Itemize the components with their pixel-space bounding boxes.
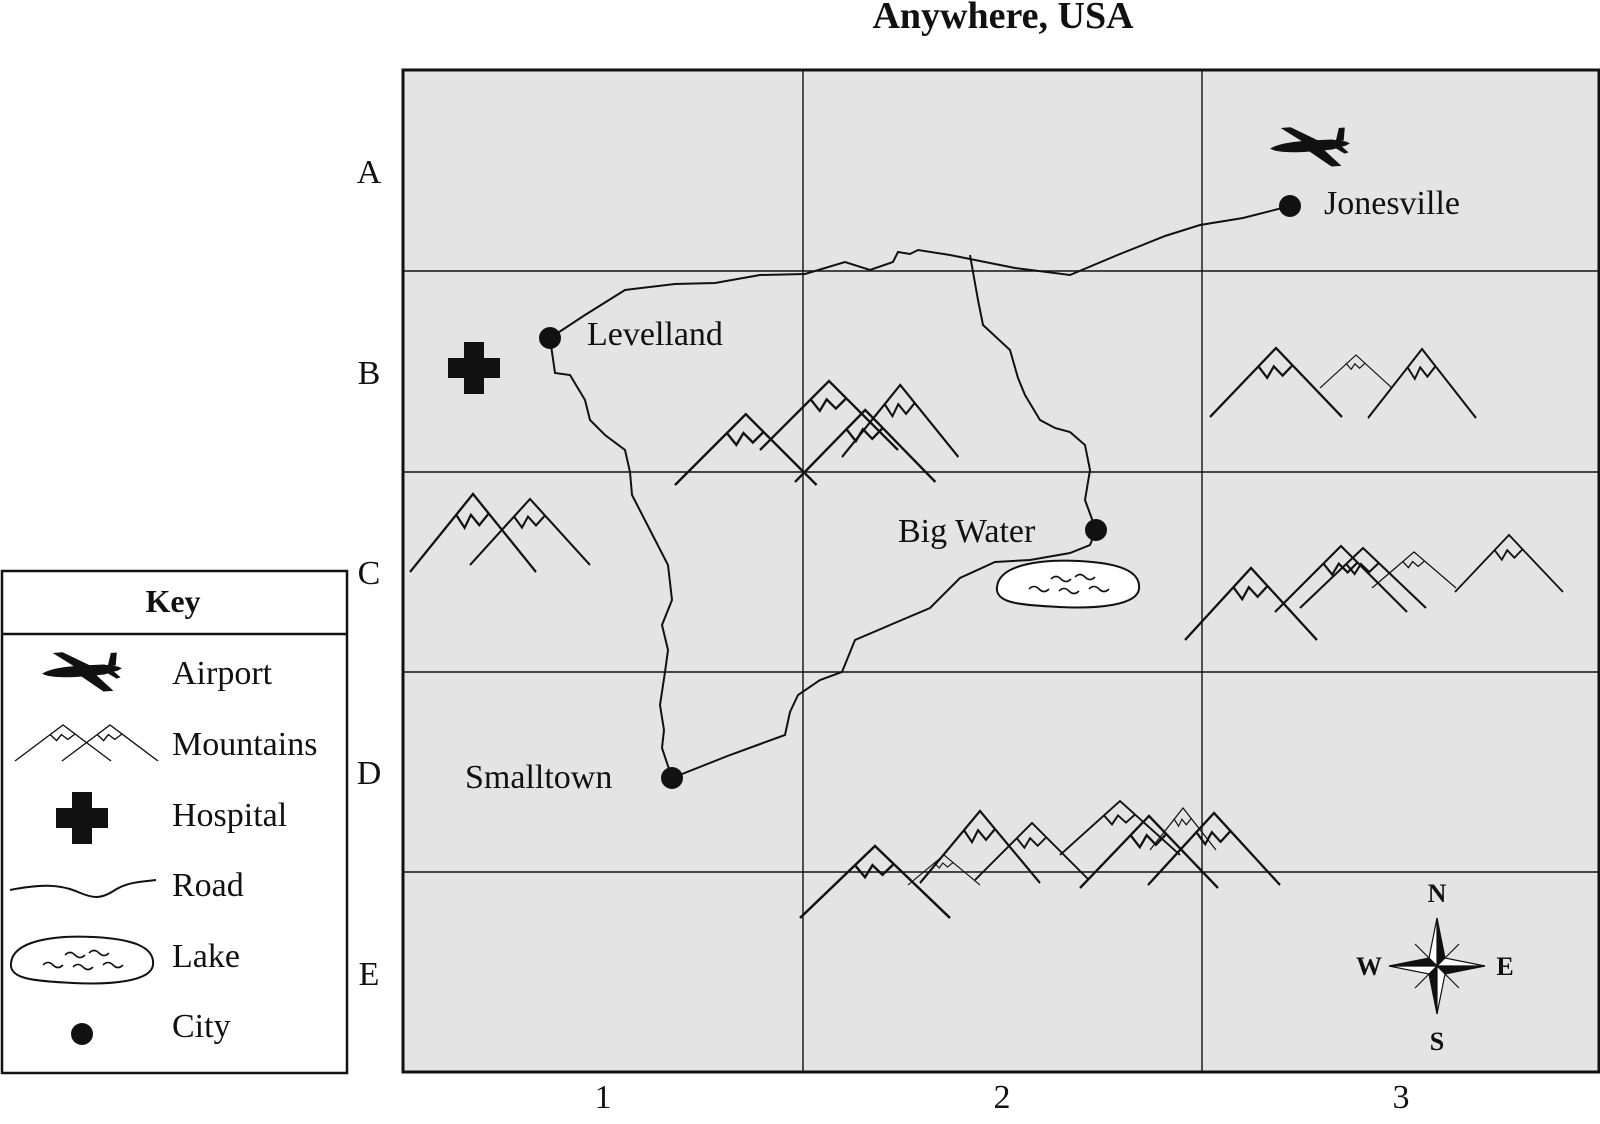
- row-label-b: B: [358, 355, 381, 392]
- city-icon: [539, 327, 561, 349]
- city-icon: [71, 1023, 93, 1045]
- key-item-city: City: [71, 1008, 231, 1045]
- city-label: Levelland: [587, 316, 723, 353]
- compass-north: N: [1428, 879, 1447, 908]
- row-label-d: D: [357, 755, 382, 792]
- key-item-lake: Lake: [9, 935, 240, 985]
- column-label-3: 3: [1393, 1079, 1410, 1116]
- key-label-airport: Airport: [172, 655, 273, 692]
- city-label: Jonesville: [1324, 185, 1460, 222]
- key-label-road: Road: [172, 867, 244, 904]
- row-label-a: A: [357, 154, 382, 191]
- city-label: Smalltown: [465, 759, 612, 796]
- map-title: Anywhere, USA: [872, 0, 1134, 37]
- city-levelland: Levelland: [539, 316, 723, 353]
- city-icon: [1279, 195, 1301, 217]
- city-jonesville: Jonesville: [1279, 185, 1460, 222]
- key-label-mountains: Mountains: [172, 726, 317, 763]
- compass-star-main: [1388, 917, 1486, 1015]
- road-levelland-jonesville: [549, 205, 1291, 339]
- road-bigwater-junction: [969, 254, 1097, 531]
- compass-east: E: [1496, 952, 1513, 981]
- compass-south: S: [1430, 1027, 1444, 1056]
- roads: [549, 205, 1291, 779]
- lake-icon: [995, 559, 1141, 609]
- city-icon: [661, 767, 683, 789]
- column-label-2: 2: [994, 1079, 1011, 1116]
- grid-lines: [403, 70, 1599, 1072]
- road-icon: [9, 879, 157, 898]
- key-title: Key: [145, 583, 200, 619]
- key-label-lake: Lake: [172, 938, 240, 975]
- road-smalltown-bigwater: [671, 529, 1097, 779]
- compass-rose: N S E W: [1356, 879, 1514, 1056]
- compass-west: W: [1356, 952, 1382, 981]
- key-label-city: City: [172, 1008, 231, 1045]
- city-label: Big Water: [898, 513, 1036, 550]
- key-item-road: Road: [9, 867, 244, 904]
- map-background: [401, 68, 1600, 1074]
- city-big-water: Big Water: [898, 513, 1107, 550]
- row-label-c: C: [358, 555, 381, 592]
- lake-icon: [9, 935, 155, 985]
- city-smalltown: Smalltown: [465, 759, 683, 796]
- key-item-hospital: Hospital: [56, 792, 287, 844]
- key-item-mountains: Mountains: [14, 724, 317, 763]
- row-label-e: E: [359, 956, 380, 993]
- map-area: [401, 68, 1600, 1074]
- column-label-1: 1: [595, 1079, 612, 1116]
- map-key: Key Airport Mountains Hospital Road Lake: [0, 569, 349, 1075]
- city-icon: [1085, 519, 1107, 541]
- key-item-airport: Airport: [40, 648, 273, 696]
- key-label-hospital: Hospital: [172, 797, 287, 834]
- road-levelland-smalltown: [549, 337, 674, 779]
